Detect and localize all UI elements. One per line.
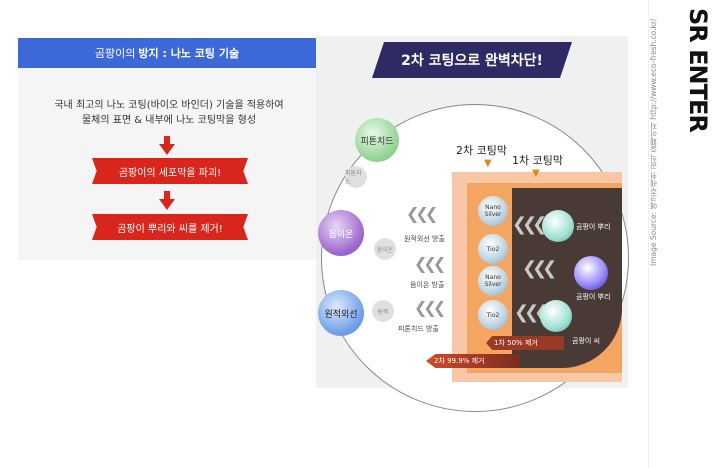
arrow-down-icon [159,144,175,155]
anion-bubble: 음이온 [374,238,396,260]
tio2-particle: Tio2 [478,234,508,264]
arrow-down-icon [164,136,170,144]
phytoncide-bubble: 피톤치드 [345,166,367,188]
fungus-seed [540,300,572,332]
arrow-down-icon [159,199,175,210]
chevron-left-icon: ❮❮❮ [522,258,557,279]
title-pre: 곰팡이의 [94,47,136,60]
nano-silver-particle: Nano Silver [478,266,508,296]
infrared-bubble: 원적 [372,300,394,322]
tio2-particle: Tio2 [478,300,508,330]
step-1-ribbon: 곰팡이의 세포막을 파괴! [92,158,248,184]
title-bold: 방지 : 나노 코팅 기술 [138,47,240,60]
label-coat-2: 2차 코팅막 [456,144,507,157]
sphere-label: 음이온 [328,229,354,240]
fungus-root [542,210,574,242]
bar-label: 1차 50% 제거 [494,339,538,347]
sphere-label: 피톤치드 [360,136,394,147]
removal-arrow-1: 1차 50% 제거 [486,336,564,350]
fungus-root [574,256,608,290]
sphere-label: 원적외선 [324,309,358,320]
chevron-left-icon: ❮❮❮ [414,298,446,317]
arrow-down-icon: ▼ [532,168,540,179]
phytoncide-sphere: 피톤치드 [355,118,399,162]
removal-arrow-2: 2차 99.9% 제거 [426,354,520,368]
desc-line-1: 국내 최고의 나노 코팅(바이오 바인더) 기술을 적용하여 [54,100,284,111]
bar-label: 2차 99.9% 제거 [434,357,485,365]
label-coat-1: 1차 코팅막 [512,154,563,167]
infrared-sphere: 원적외선 [318,290,364,336]
arrow-down-icon [164,191,170,199]
arrow-down-icon: ▼ [484,158,492,169]
chevron-left-icon: ❮❮❮ [414,254,446,273]
description: 국내 최고의 나노 코팅(바이오 바인더) 기술을 적용하여 물체의 표면 & … [30,98,308,128]
fungus-label: 곰팡이 뿌리 [576,223,611,231]
coating-banner: 2차 코팅으로 완벽차단! [372,42,572,78]
image-source-text: Image Source: 에코후레쉬 공식 홈페이지 http://www.e… [649,18,658,266]
fungus-label: 곰팡이 씨 [572,337,600,345]
desc-line-2: 물체의 표면 & 내부에 나노 코팅막을 형성 [81,115,257,126]
fungus-label: 곰팡이 뿌리 [576,293,611,301]
nano-silver-particle: Nano Silver [478,196,508,226]
section-title: 곰팡이의 방지 : 나노 코팅 기술 [18,38,316,68]
emission-label: 원적외선 방출 [404,235,445,243]
divider [648,0,649,468]
logo: SR ENTER [684,8,712,132]
emission-label: 피톤치드 방출 [398,325,439,333]
chevron-left-icon: ❮❮❮ [512,214,547,235]
anion-sphere: 음이온 [318,210,364,256]
chevron-left-icon: ❮❮❮ [406,204,438,223]
emission-label: 음이온 방출 [410,281,445,289]
step-2-ribbon: 곰팡이 뿌리와 씨를 제거! [92,214,248,240]
